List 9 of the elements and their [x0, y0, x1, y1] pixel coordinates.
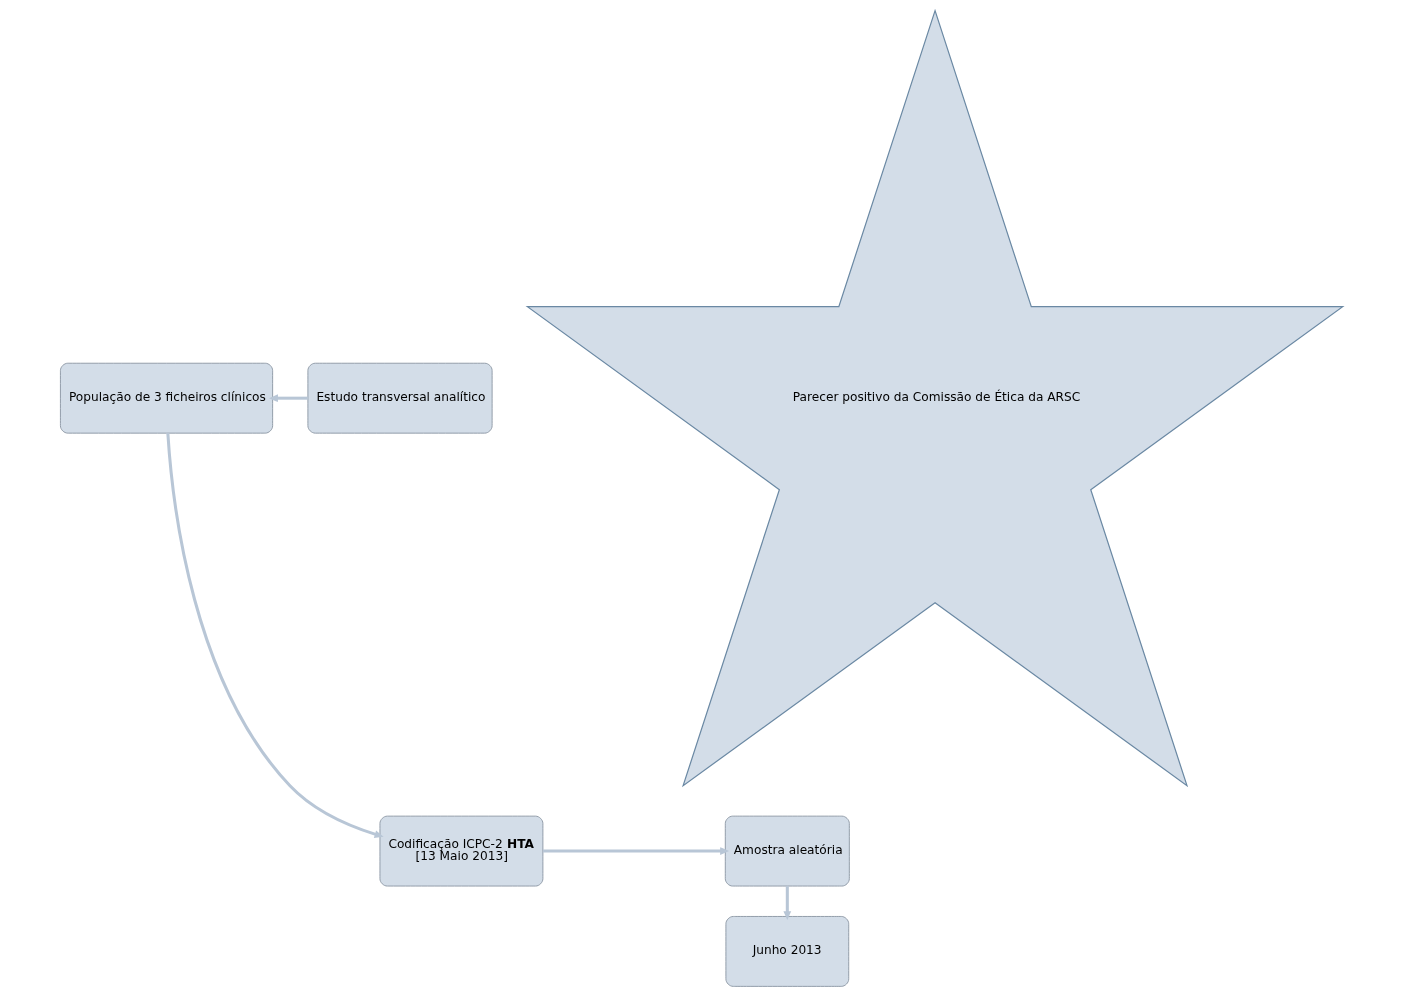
arrow: [268, 394, 308, 403]
arrow: [165, 433, 384, 838]
node-box: Amostra aleatória: [724, 815, 850, 887]
arrow: [542, 847, 729, 855]
arrow: [782, 886, 791, 921]
node-box: Junho 2013: [724, 916, 849, 987]
node-box: Codificação ICPC-2 HTA [13 Maio 2013]: [379, 815, 543, 887]
node-box: População de 3 ficheiros clínicos: [59, 362, 273, 434]
node-box: Estudo transversal analítico: [306, 362, 493, 434]
